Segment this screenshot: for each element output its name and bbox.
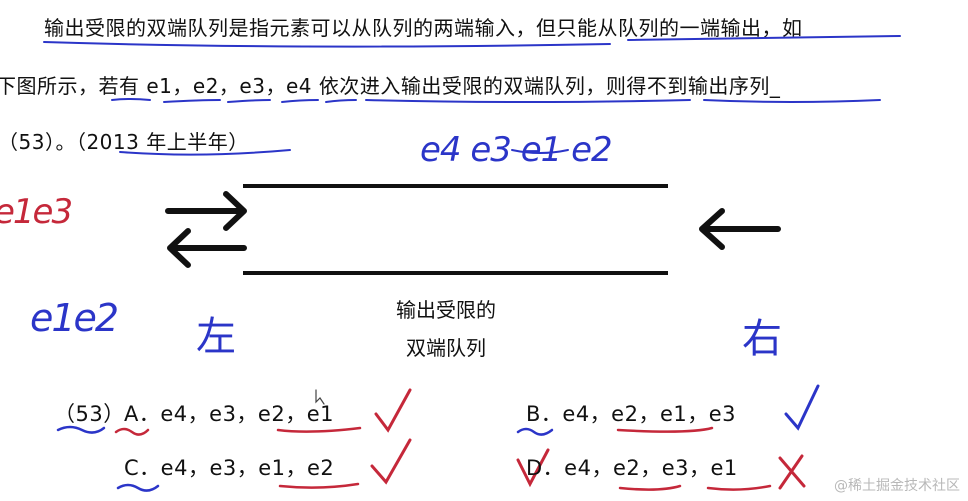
check-c-icon — [370, 438, 412, 485]
underline-d-1 — [618, 484, 682, 491]
watermark: @稀土掘金技术社区 — [834, 478, 960, 494]
option-d: D．e4，e2，e3，e1 — [526, 456, 738, 480]
underline-b — [616, 426, 714, 433]
option-c: C．e4，e3，e1，e2 — [124, 456, 335, 480]
check-b-icon — [784, 384, 820, 431]
handwritten-left-label: 左 — [196, 314, 236, 360]
option-b: B．e4，e2，e1，e3 — [526, 402, 737, 426]
squiggle-b — [516, 427, 554, 436]
squiggle-qnum — [56, 425, 106, 434]
handwritten-blue-sequence: e1e2 — [30, 296, 119, 340]
check-d-icon — [516, 448, 550, 488]
squiggle-c — [116, 483, 160, 492]
underline-d-2 — [706, 484, 772, 491]
option-a: A．e4，e3，e2，e1 — [124, 402, 334, 426]
question-line-1: 输出受限的双端队列是指元素可以从队列的两端输入，但只能从队列的一端输出，如 — [44, 16, 803, 40]
question-underlines — [43, 35, 901, 156]
option-question-number: （53） — [54, 402, 125, 426]
underline-c — [278, 482, 360, 489]
diagram-label-line-1: 输出受限的 — [396, 298, 496, 322]
cross-d-icon — [778, 454, 806, 490]
underline-a — [276, 426, 362, 433]
handwritten-red-sequence: e1e3 — [0, 192, 73, 232]
check-a-icon — [374, 388, 412, 433]
left-output-arrow — [167, 228, 247, 268]
left-input-arrow — [165, 191, 247, 231]
squiggle-a — [114, 427, 150, 436]
handwritten-right-label: 右 — [742, 316, 782, 362]
diagram-label-line-2: 双端队列 — [406, 336, 486, 360]
right-input-arrow — [699, 208, 781, 250]
cursor-icon — [315, 389, 325, 405]
question-line-2: 下图所示，若有 e1，e2，e3，e4 依次进入输出受限的双端队列，则得不到输出… — [0, 74, 781, 98]
question-line-3: （53）。（2013 年上半年） — [0, 130, 249, 154]
